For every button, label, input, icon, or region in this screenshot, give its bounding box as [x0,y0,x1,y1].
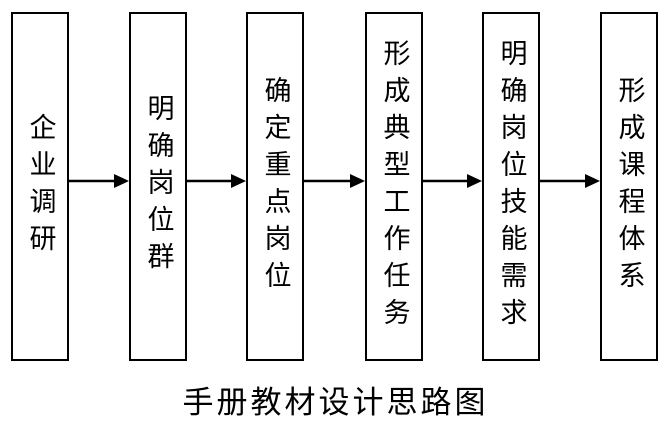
step-label-typical-tasks: 形成典型工作任务 [378,38,410,335]
step-box-enterprise-research: 企业调研 [11,12,69,361]
step-box-skill-requirements: 明确岗位技能需求 [482,12,540,361]
step-label-skill-requirements: 明确岗位技能需求 [495,38,527,335]
arrow-1-to-2 [69,174,129,188]
step-box-define-job-group: 明确岗位群 [129,12,187,361]
step-box-course-system: 形成课程体系 [600,12,658,361]
arrow-5-to-6 [540,174,600,188]
connector-arrows [69,174,600,188]
diagram-caption: 手册教材设计思路图 [182,385,489,421]
step-label-define-job-group: 明确岗位群 [142,94,174,279]
arrow-3-to-4 [304,174,365,188]
flow-diagram: 企业调研 明确岗位群 确定重点岗位 形成典型工作任务 明确岗位技能需求 形成课程… [11,12,658,361]
step-box-key-positions: 确定重点岗位 [246,12,304,361]
step-box-typical-tasks: 形成典型工作任务 [365,12,423,361]
arrow-2-to-3 [187,174,246,188]
step-label-enterprise-research: 企业调研 [24,112,56,261]
step-label-key-positions: 确定重点岗位 [259,75,291,298]
step-label-course-system: 形成课程体系 [613,75,645,298]
arrow-4-to-5 [423,174,482,188]
